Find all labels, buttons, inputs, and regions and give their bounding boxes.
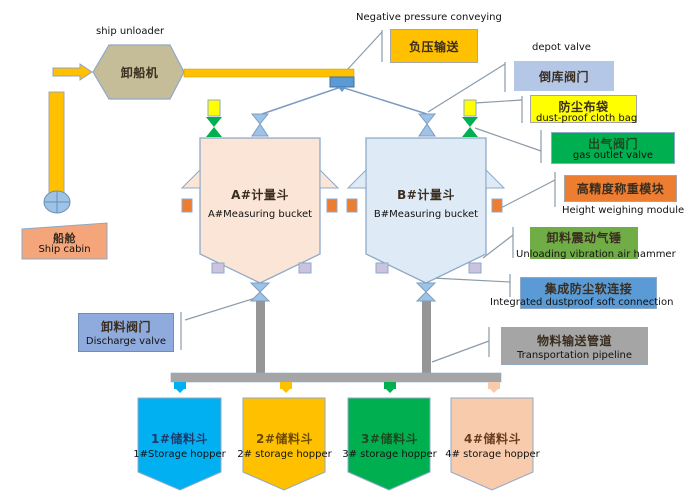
soft-connection-box: 集成防尘软连接 [520,277,657,309]
dust-bag-box: 防尘布袋 [530,95,637,123]
discharge-valve-label-en: Discharge valve [85,336,167,347]
hopper-4-label-en: 4# storage hopper [445,449,540,460]
discharge-port [329,76,355,88]
ship-cabin-label-zh: 船舱 [53,232,76,245]
negative-pressure-label: 负压输送 [408,39,459,54]
weighing-label-zh: 高精度称重模块 [576,182,665,196]
discharge-valve-b-icon [415,282,437,302]
hopper-3: 3#储料斗 3# storage hopper [338,425,441,465]
leader-line-pipeline [431,340,490,363]
ship-cabin-label-en: Ship cabin [38,244,91,255]
leader-line-depot-valve [427,63,506,113]
depot-valve-label: 倒库阀门 [538,69,589,84]
hopper-2: 2#储料斗 2# storage hopper [233,425,336,465]
hopper-3-label-en: 3# storage hopper [342,449,437,460]
leader-line-dust-bag [474,99,523,104]
discharge-valve-a-icon [249,282,271,302]
bucket-a-label-en: A#Measuring bucket [207,208,313,220]
hopper-4-label-zh: 4#储料斗 [464,432,521,446]
horizontal-conveyor [183,68,355,78]
vertical-conveyor [48,91,65,196]
pipeline-label-en: Transportation pipeline [516,349,633,361]
hopper-inlets [174,382,500,393]
distribution-pipe [170,372,502,383]
leader-lines [180,30,556,363]
discharge-valve-label-zh: 卸料阀门 [100,320,151,334]
leader-line-gas-outlet [474,127,542,152]
gas-outlet-label-zh: 出气阀门 [587,137,638,151]
bucket-b-label-en: B#Measuring bucket [373,208,479,220]
weighing-label-en: Height weighing module [562,205,685,216]
pipeline-label-zh: 物料输送管道 [536,333,612,348]
ship-unloader: 卸船机 [109,45,170,99]
pipe-b [422,301,431,375]
hopper-2-label-zh: 2#储料斗 [256,432,313,446]
hopper-1-label-zh: 1#储料斗 [151,432,208,446]
vibration-label-en: Unloading vibration air hammer [516,249,676,260]
bucket-a-label-zh: A#计量斗 [231,187,289,202]
ship-cabin-shape [21,222,108,260]
bucket-a-shape [199,137,321,284]
bucket-b: B#计量斗 B#Measuring bucket [366,180,486,225]
depot-valve-box: 倒库阀门 [514,61,614,91]
hopper-1: 1#储料斗 1#Storage hopper [128,425,231,465]
soft-connection-label-zh: 集成防尘软连接 [544,282,633,296]
leader-line-discharge [184,295,263,321]
hopper-1-shape [137,397,222,491]
hopper-2-shape [242,397,326,491]
hopper-4-shape [450,397,534,491]
bucket-a: A#计量斗 A#Measuring bucket [200,180,320,225]
bucket-b-shape [365,137,487,284]
negative-pressure-caption: Negative pressure conveying [356,12,502,23]
negative-pressure-box: 负压输送 [390,29,478,63]
hopper-1-label-en: 1#Storage hopper [133,449,226,460]
hopper-2-label-en: 2# storage hopper [237,449,332,460]
air-hammers [211,262,482,274]
discharge-valve-box: 卸料阀门 Discharge valve [78,313,174,352]
hopper-4: 4#储料斗 4# storage hopper [441,425,544,465]
weighing-modules [180,168,506,213]
gas-outlet-box: 出气阀门 gas outlet valve [551,132,675,164]
dust-bag-a-icon [207,99,221,117]
soft-connection-label-en: Integrated dustproof soft connection [490,297,674,308]
dust-bag-label-en: dust-proof cloth bag [536,113,638,124]
leader-line-vibration [482,234,514,259]
leader-line-soft-connection [431,277,511,283]
dust-bag-b-icon [463,99,477,117]
pipe-a [256,301,265,375]
ship-unloader-caption: ship unloader [96,26,165,37]
gas-outlet-label-en: gas outlet valve [572,150,654,161]
leader-line-negative-pressure [346,31,383,71]
top-valves [206,99,478,137]
inlet-arrow-icon [52,63,93,81]
vibration-label-zh: 卸料震动气锤 [546,231,622,245]
pipeline-box: 物料输送管道 Transportation pipeline [501,327,648,365]
depot-valve-caption: depot valve [532,42,591,53]
leader-line-weighing [492,179,556,213]
ship-cabin: 船舱 Ship cabin [22,226,107,259]
ship-unloader-label: 卸船机 [120,65,159,80]
hopper-3-label-zh: 3#储料斗 [361,432,418,446]
weighing-box: 高精度称重模块 [564,175,677,202]
bucket-b-label-zh: B#计量斗 [397,187,455,202]
vibration-box: 卸料震动气锤 [530,227,638,259]
hopper-3-shape [347,397,431,491]
dust-bag-label-zh: 防尘布袋 [558,100,609,114]
